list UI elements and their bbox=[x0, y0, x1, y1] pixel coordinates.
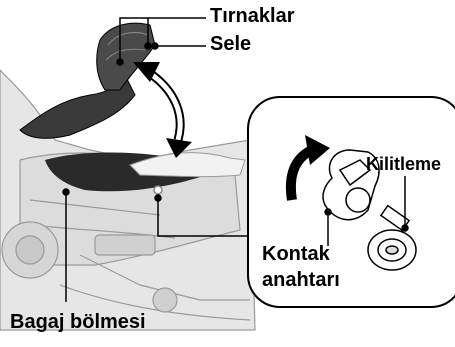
key-label-line1: Kontak bbox=[262, 244, 330, 264]
seat-leader bbox=[152, 43, 206, 49]
lock-label: Kilitleme bbox=[366, 155, 441, 173]
seat-label: Sele bbox=[210, 34, 251, 54]
luggage-label: Bagaj bölmesi bbox=[10, 312, 146, 332]
keyhole-icon bbox=[368, 230, 416, 270]
tabs-label: Tırnaklar bbox=[210, 6, 294, 26]
key-label-line2: anahtarı bbox=[262, 270, 340, 290]
motorcycle-body bbox=[0, 70, 255, 330]
raised-seat bbox=[20, 23, 155, 138]
double-arrow-icon bbox=[133, 62, 192, 158]
